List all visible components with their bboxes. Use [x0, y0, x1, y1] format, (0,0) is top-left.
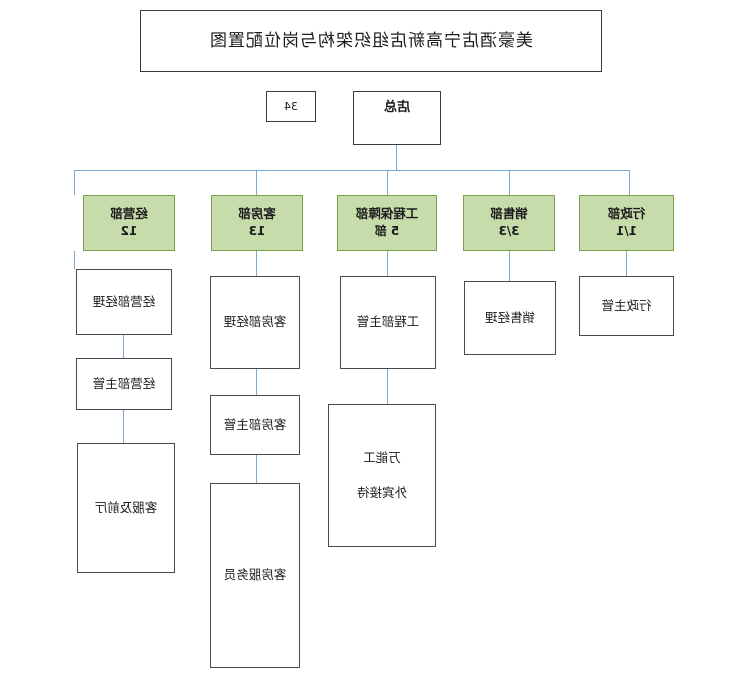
root-headcount-badge: 34	[266, 91, 316, 122]
role-node-operations-frontdesk[interactable]: 客服及前厅	[77, 443, 175, 573]
role-label: 经营部经理	[92, 293, 156, 309]
department-node-admin[interactable]: 行政部 1/1	[579, 195, 674, 251]
connector-housekeeping-to-role1	[256, 251, 257, 276]
department-node-housekeeping[interactable]: 客房部 13	[211, 195, 303, 251]
role-label: 经营部主管	[92, 375, 156, 391]
connector-housekeeping-to-role2	[256, 369, 257, 395]
department-count-engineering: 5 部	[374, 224, 400, 239]
role-node-engineering-staff[interactable]: 万能工 外宾接待	[328, 404, 436, 547]
department-label-sales: 销售部	[490, 206, 528, 222]
connector-drop-operations	[74, 170, 75, 195]
connector-operations-to-role2	[123, 335, 124, 358]
department-node-operations[interactable]: 经营部 12	[83, 195, 175, 251]
department-count-admin: 1/1	[615, 224, 638, 239]
connector-root-stub	[396, 145, 397, 170]
connector-sales-to-role1	[509, 251, 510, 281]
connector-drop-housekeeping	[256, 170, 257, 195]
connector-admin-to-role1	[626, 251, 627, 276]
root-node-store-general[interactable]: 店总	[353, 91, 441, 145]
department-label-engineering: 工程保障部	[355, 206, 419, 222]
connector-engineering-to-role1	[387, 251, 388, 276]
role-node-operations-manager[interactable]: 经营部经理	[76, 269, 172, 335]
role-label: 行政主管	[601, 297, 652, 313]
role-label: 销售经理	[485, 309, 536, 325]
department-count-sales: 3/3	[498, 224, 520, 239]
connector-housekeeping-to-role3	[256, 455, 257, 483]
department-label-operations: 经营部	[110, 206, 148, 222]
department-node-sales[interactable]: 销售部 3/3	[463, 195, 555, 251]
connector-operations-to-role1	[74, 251, 75, 269]
role-label: 万能工	[363, 450, 401, 466]
connector-bus	[75, 170, 630, 171]
connector-drop-admin	[629, 170, 630, 195]
role-node-admin-supervisor[interactable]: 行政主管	[579, 276, 674, 336]
role-label-secondary: 外宾接待	[357, 484, 408, 500]
connector-engineering-to-role2	[387, 369, 388, 404]
role-node-sales-manager[interactable]: 销售经理	[464, 281, 556, 355]
role-node-housekeeping-supervisor[interactable]: 客房部主管	[210, 395, 300, 455]
department-count-housekeeping: 13	[248, 224, 266, 239]
chart-title: 美豪酒店宁高新店组织架构与岗位配置图	[140, 10, 602, 72]
role-label: 客房服务员	[223, 567, 287, 583]
department-label-admin: 行政部	[607, 206, 646, 222]
connector-drop-engineering	[387, 170, 388, 195]
role-node-engineering-supervisor[interactable]: 工程部主管	[340, 276, 436, 369]
role-label: 工程部主管	[356, 314, 420, 330]
department-label-housekeeping: 客房部	[238, 206, 276, 222]
role-label: 客房部主管	[223, 416, 287, 432]
department-node-engineering[interactable]: 工程保障部 5 部	[337, 195, 437, 251]
role-label: 客服及前厅	[94, 499, 158, 515]
connector-operations-to-role3	[123, 410, 124, 443]
role-node-housekeeping-manager[interactable]: 客房部经理	[210, 276, 300, 369]
role-node-operations-supervisor[interactable]: 经营部主管	[76, 358, 172, 410]
department-count-operations: 12	[120, 224, 138, 239]
connector-drop-sales	[509, 170, 510, 195]
role-node-housekeeping-attendant[interactable]: 客房服务员	[210, 483, 300, 668]
role-label: 客房部经理	[223, 314, 287, 330]
